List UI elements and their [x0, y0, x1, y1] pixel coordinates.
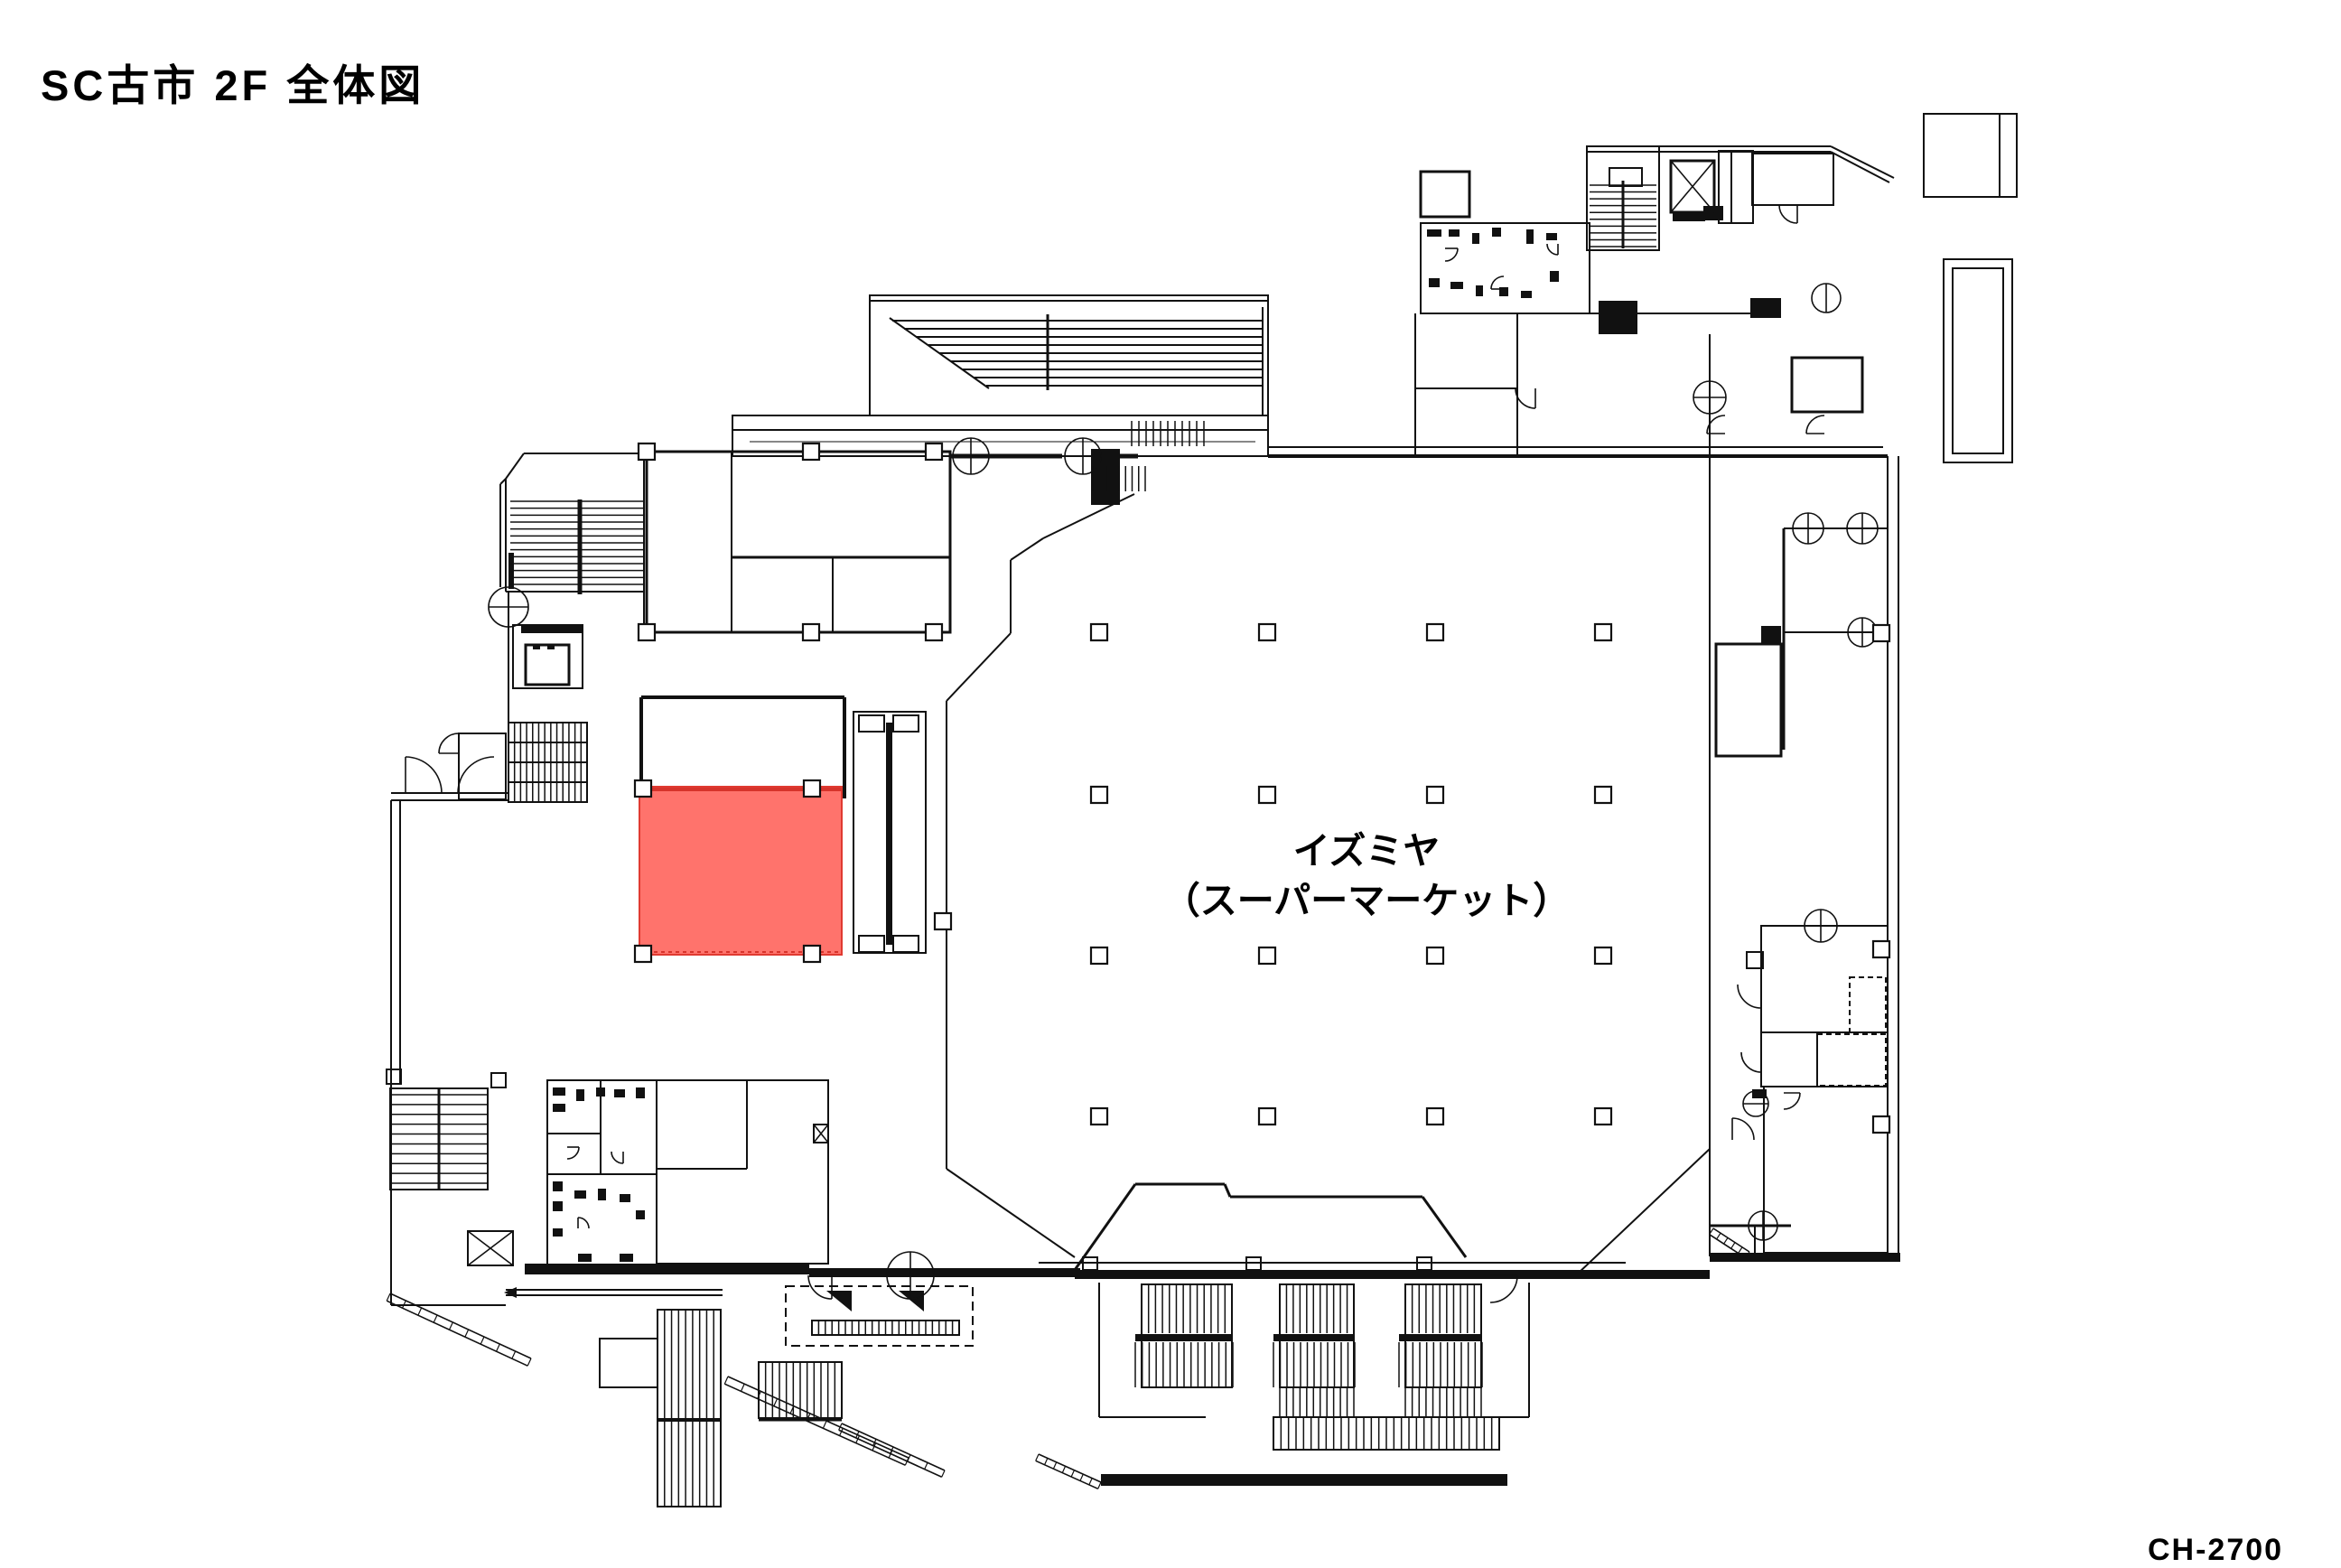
column-marker: [1257, 622, 1277, 642]
column-marker: [802, 779, 822, 798]
supermarket-label-line2: （スーパーマーケット）: [1162, 880, 1571, 922]
column-marker: [933, 911, 953, 931]
column-marker: [1871, 939, 1891, 959]
supermarket-label-line1: イズミヤ: [1292, 830, 1441, 872]
column-marker: [1871, 1115, 1891, 1134]
column-marker: [1089, 1106, 1109, 1126]
column-marker: [924, 442, 944, 462]
door-swing-layer: [405, 204, 1879, 1303]
column-marker: [1089, 785, 1109, 805]
column-marker: [1089, 622, 1109, 642]
page-title: SC古市 2F 全体図: [41, 61, 425, 109]
column-marker: [1593, 622, 1613, 642]
column-marker: [1257, 785, 1277, 805]
column-marker: [637, 622, 657, 642]
column-marker: [1593, 1106, 1613, 1126]
walls-layer: [386, 113, 2018, 1507]
column-marker: [1425, 622, 1445, 642]
column-marker: [1593, 946, 1613, 966]
column-marker: [924, 622, 944, 642]
column-marker: [1089, 946, 1109, 966]
column-grid-layer: [633, 442, 1891, 1134]
stairs-layer: [386, 184, 1750, 1507]
supermarket-area-label: イズミヤ （スーパーマーケット）: [1163, 826, 1571, 927]
column-marker: [1425, 1106, 1445, 1126]
column-marker: [801, 622, 821, 642]
column-marker: [801, 442, 821, 462]
column-marker: [633, 944, 653, 964]
column-marker: [1871, 623, 1891, 643]
column-marker: [633, 779, 653, 798]
column-marker: [1257, 1106, 1277, 1126]
ceiling-height-note: CH-2700: [2148, 1533, 2284, 1567]
column-marker: [637, 442, 657, 462]
column-marker: [802, 944, 822, 964]
column-marker: [1257, 946, 1277, 966]
column-marker: [1593, 785, 1613, 805]
highlighted-unit[interactable]: [639, 786, 843, 956]
highlight-layer: [639, 786, 843, 956]
column-marker: [1425, 785, 1445, 805]
column-marker: [1425, 946, 1445, 966]
